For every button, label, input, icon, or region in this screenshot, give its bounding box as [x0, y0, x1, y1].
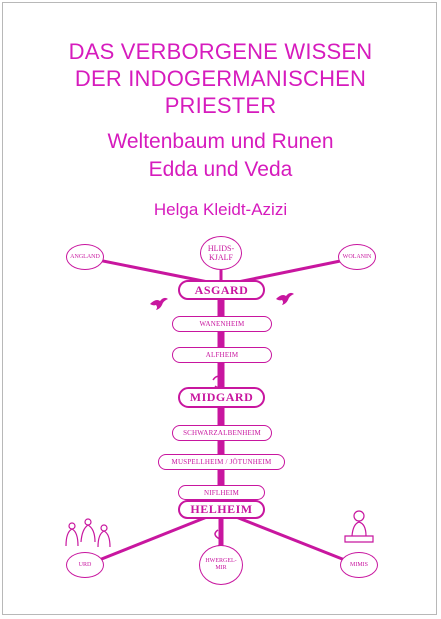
niflheim-node: NIFLHEIM — [178, 485, 265, 500]
asgard-node: ASGARD — [178, 280, 265, 300]
root-left — [83, 511, 218, 568]
alfheim-node: ALFHEIM — [172, 347, 272, 363]
serpent-icon — [214, 529, 222, 547]
angland-circle: ANGLAND — [66, 244, 104, 270]
hlidskjalf-line-1: HLIDS- — [207, 244, 235, 253]
midgard-node: MIDGARD — [178, 387, 265, 408]
muspellheim-node: MUSPELLHEIM / JÖTUNHEIM — [158, 454, 285, 470]
hwergelmir-line-2: MIR — [215, 565, 227, 571]
branch-upper-right — [227, 256, 356, 286]
wolanin-circle: WOLANIN — [338, 244, 376, 270]
urd-label: URD — [78, 561, 92, 568]
mimis-circle: MIMIS — [340, 552, 378, 578]
helheim-node: HELHEIM — [178, 500, 265, 519]
norns-icon — [65, 518, 111, 548]
hlidskjalf-line-2: KJALF — [208, 253, 233, 262]
branch-upper-left — [87, 256, 219, 286]
schwarzalbenheim-node: SCHWARZALBENHEIM — [172, 425, 272, 441]
bird-icon — [276, 292, 294, 305]
title-line-3: PRIESTER — [164, 93, 277, 118]
wanenheim-node: WANENHEIM — [172, 316, 272, 332]
title-line-2: DER INDOGERMANISCHEN — [74, 66, 367, 91]
title-line-1: DAS VERBORGENE WISSEN — [68, 39, 373, 64]
mimir-icon — [344, 510, 374, 543]
urd-circle: URD — [66, 552, 104, 578]
subtitle-line-2: Edda und Veda — [148, 158, 293, 181]
angland-label: ANGLAND — [70, 253, 100, 260]
hwergelmir-circle: HWERGEL- MIR — [199, 545, 243, 585]
bird-icon — [150, 297, 168, 310]
root-right — [225, 511, 361, 568]
wolanin-label: WOLANIN — [342, 253, 372, 260]
hlidskjalf-node: HLIDS- KJALF — [200, 236, 242, 270]
mimis-label: MIMIS — [349, 561, 368, 568]
subtitle-line-1: Weltenbaum und Runen — [107, 130, 334, 153]
author-name: Helga Kleidt-Azizi — [153, 200, 288, 219]
hwergelmir-line-1: HWERGEL- — [205, 558, 237, 564]
